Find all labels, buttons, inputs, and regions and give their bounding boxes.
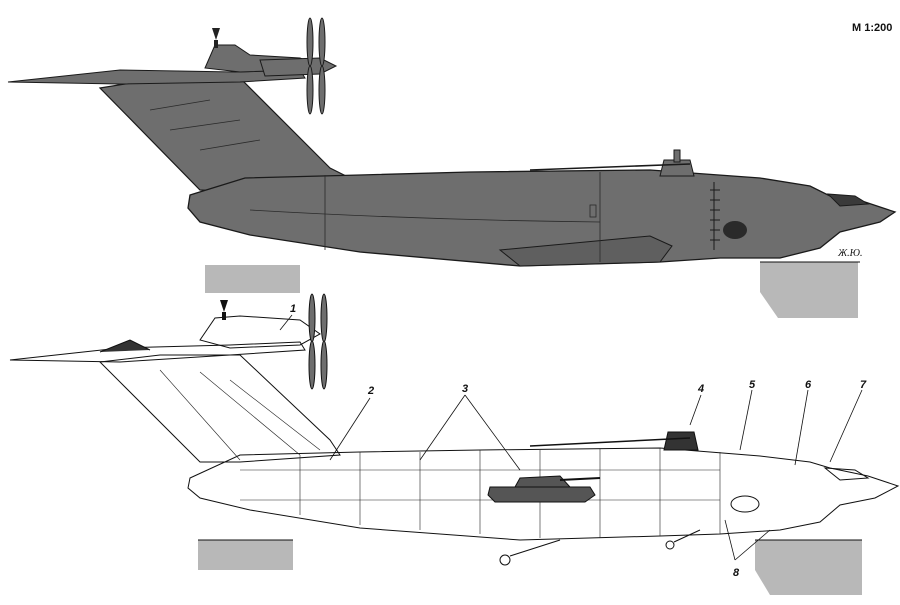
callout-7: 7 — [860, 379, 867, 391]
fuselage-side — [187, 169, 897, 267]
dorsal-rail — [529, 163, 691, 171]
cutaway-water-rear — [198, 540, 293, 570]
panel-lines — [149, 99, 601, 262]
cutaway-water-front — [755, 540, 862, 595]
cutaway-dorsal-rail — [529, 437, 691, 447]
leader-lines — [279, 314, 863, 561]
hull-step — [498, 235, 673, 267]
cutaway-stabilizer — [9, 341, 306, 363]
artist-signature: Ж.Ю. — [837, 248, 862, 259]
turret-mast — [673, 149, 681, 163]
callout-8: 8 — [733, 567, 740, 579]
cutaway-view: 1 2 3 4 5 6 7 8 — [9, 293, 900, 595]
side-ladder — [710, 182, 720, 250]
cargo-tank — [487, 475, 601, 503]
callout-5: 5 — [749, 379, 756, 391]
cockpit-canopy — [826, 193, 870, 207]
cutaway-cockpit — [823, 467, 870, 481]
propeller-blades-top — [306, 17, 326, 115]
cutaway-antenna — [220, 300, 228, 320]
callout-4: 4 — [697, 383, 704, 395]
cutaway-stab-tip — [99, 339, 151, 353]
cutaway-frames — [159, 369, 721, 538]
water-block-front — [760, 262, 858, 318]
cutaway-propeller — [308, 293, 328, 390]
cutaway-turret — [663, 431, 699, 451]
cutaway-fuselage — [187, 447, 900, 541]
nose-engine — [730, 495, 760, 513]
cutaway-tail-fin — [98, 354, 341, 463]
cutaway-tail-fairing — [199, 315, 321, 349]
callout-3: 3 — [462, 383, 468, 395]
callout-2: 2 — [367, 385, 374, 397]
horizontal-stabilizer — [7, 69, 306, 85]
scale-label: M 1:200 — [852, 22, 893, 34]
engine-intake — [723, 221, 747, 239]
side-view: Ж.Ю. — [7, 17, 897, 318]
water-block-rear — [205, 265, 300, 293]
tail-antenna — [212, 28, 220, 48]
callout-1: 1 — [290, 303, 296, 315]
callout-6: 6 — [805, 379, 812, 391]
landing-gear — [499, 529, 701, 566]
